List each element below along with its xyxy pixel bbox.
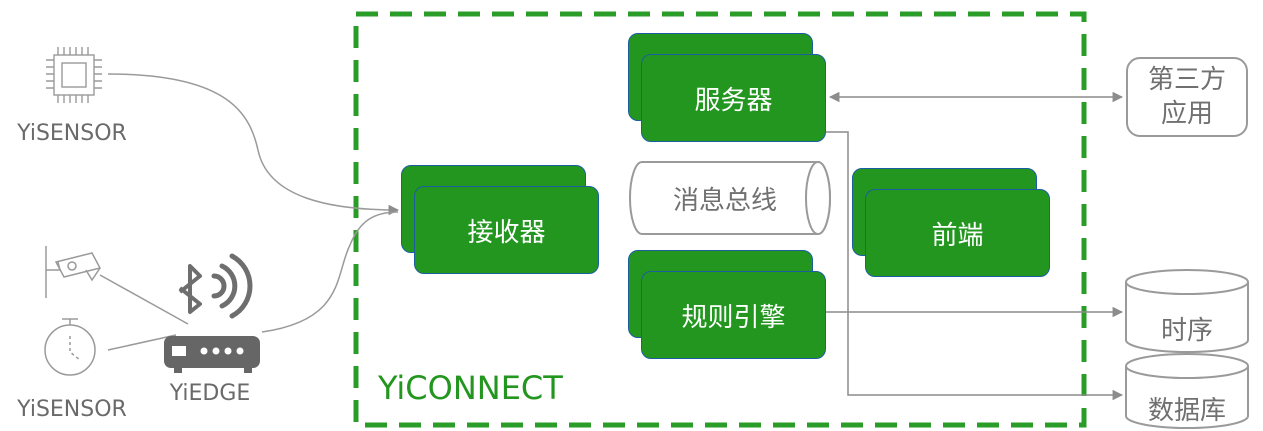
sensor-top-label: YiSENSOR	[17, 121, 127, 146]
stopwatch-to-edge-connector	[107, 334, 177, 351]
third-party-app-box[interactable]: 第三方 应用	[1126, 57, 1248, 137]
server-to-database-connector	[826, 131, 1124, 401]
bluetooth-icon	[178, 264, 202, 314]
message-bus-label: 消息总线	[672, 186, 777, 216]
yiconnect-label: YiCONNECT	[378, 369, 563, 407]
third-party-line1: 第三方	[1147, 65, 1226, 95]
edge-to-receiver-connector	[261, 211, 399, 333]
camera-to-edge-connector	[99, 274, 189, 325]
sensor-to-receiver-connector	[107, 73, 400, 216]
frontend-box[interactable]: 前端	[865, 189, 1050, 277]
edge-label: YiEDGE	[169, 381, 251, 406]
third-party-line2: 应用	[1160, 99, 1213, 129]
message-bus-shape	[629, 161, 831, 235]
database-label: 数据库	[1147, 396, 1226, 426]
stopwatch-icon	[44, 318, 96, 376]
yiconnect-boundary	[353, 11, 1087, 428]
camera-icon	[45, 246, 102, 298]
router-icon	[164, 336, 260, 373]
wifi-signal-icon	[211, 253, 253, 319]
receiver-box[interactable]: 接收器	[414, 186, 599, 274]
database-shape	[1125, 353, 1249, 429]
sensor-bottom-label: YiSENSOR	[17, 397, 127, 422]
server-box[interactable]: 服务器	[641, 54, 826, 142]
timeseries-label: 时序	[1160, 316, 1213, 346]
timeseries-db-shape	[1125, 269, 1249, 353]
rules-engine-box[interactable]: 规则引擎	[641, 271, 826, 359]
chip-icon	[46, 47, 102, 103]
